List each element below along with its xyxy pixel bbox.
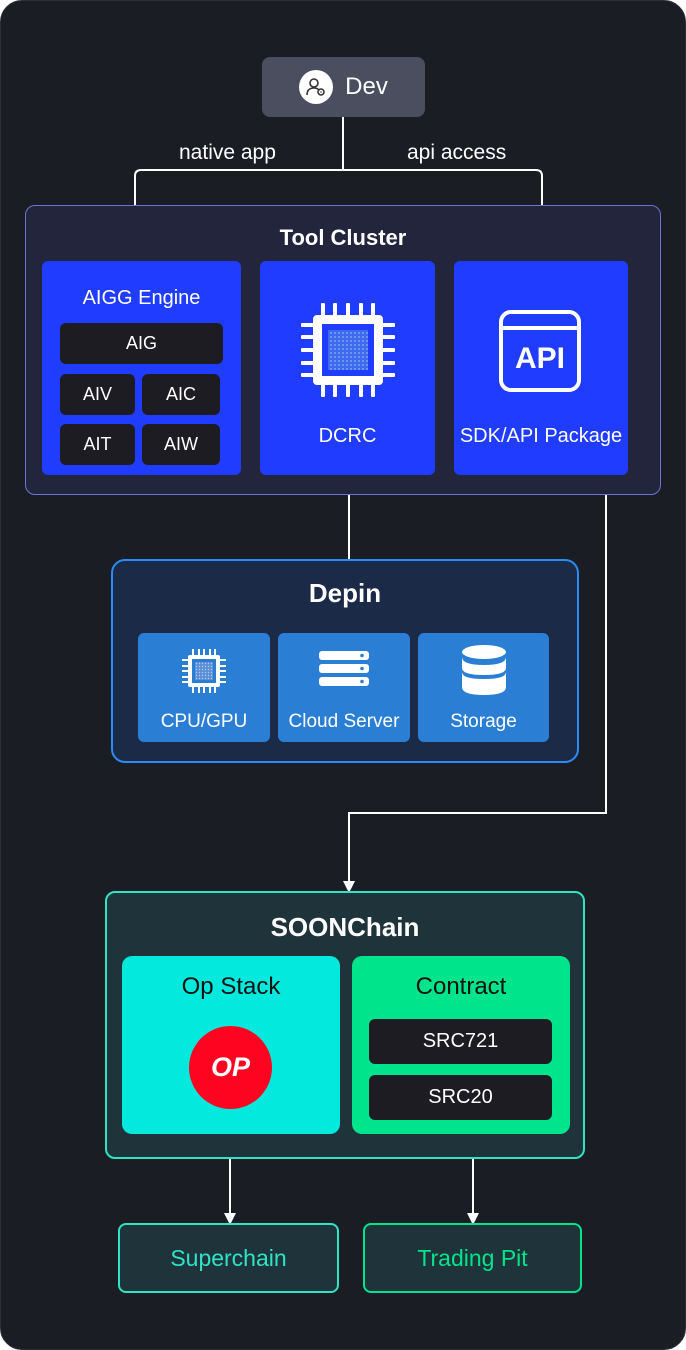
chip-ait: AIT (60, 424, 135, 465)
server-icon (319, 651, 369, 692)
aigg-engine-title: AIGG Engine (82, 286, 201, 309)
contract-item-src721: SRC721 (369, 1019, 552, 1064)
api-icon: API (498, 309, 582, 393)
edge-dev-to-aigg (129, 117, 344, 263)
superchain-node: Superchain (118, 1223, 339, 1293)
dev-label: Dev (345, 73, 388, 100)
depin-label-cpu-gpu: CPU/GPU (160, 711, 248, 732)
sdk-api-label: SDK/API Package (459, 424, 623, 447)
soonchain-title: SOONChain (270, 911, 420, 942)
contract-item-src20: SRC20 (369, 1075, 552, 1120)
dev-node: Dev (262, 57, 425, 117)
depin-label-storage: Storage (450, 711, 517, 732)
depin-label-cloud-server: Cloud Server (288, 711, 400, 732)
chip-aiw: AIW (142, 424, 220, 465)
edge-sdk-to-soonchain (343, 477, 607, 893)
tool-cluster-title: Tool Cluster (279, 225, 407, 250)
edge-dev-to-sdk (343, 169, 548, 263)
dcrc-label: DCRC (318, 424, 377, 447)
api-icon-text: API (514, 342, 565, 375)
user-gear-icon (299, 70, 334, 104)
chip-icon (180, 647, 228, 700)
op-logo: OP (189, 1026, 272, 1109)
depin-title: Depin (308, 577, 382, 608)
database-icon (461, 644, 507, 701)
sdk-api-box (454, 261, 628, 475)
trading-pit-node: Trading Pit (363, 1223, 582, 1293)
chip-aig: AIG (60, 323, 223, 364)
chip-aiv: AIV (60, 374, 135, 415)
op-stack-title: Op Stack (181, 973, 281, 1000)
contract-title: Contract (415, 973, 507, 1000)
chip-aic: AIC (142, 374, 220, 415)
native-app-label: native app (179, 141, 276, 164)
api-access-label: api access (407, 141, 507, 164)
chip-icon (297, 299, 399, 406)
